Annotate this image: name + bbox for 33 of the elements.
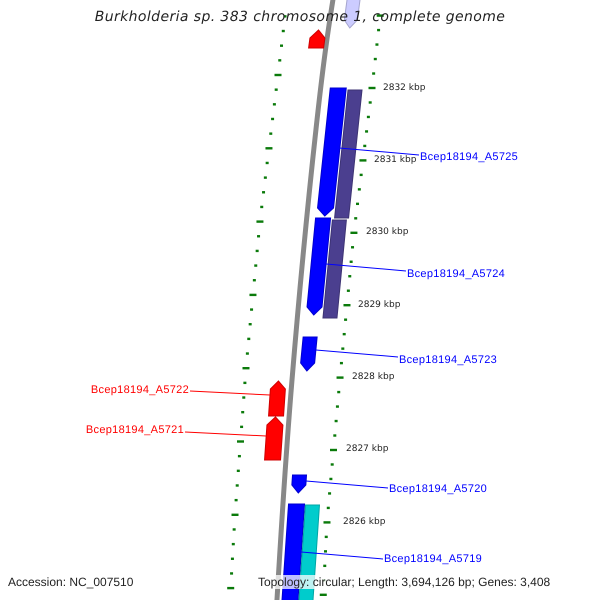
gene-feature	[306, 218, 332, 316]
gene-label: Bcep18194_A5722	[90, 384, 189, 398]
scale-label: 2828 kbp	[352, 372, 394, 383]
leader-line	[300, 552, 384, 560]
gene-feature	[334, 90, 363, 218]
leader-line	[338, 148, 420, 156]
gene-feature	[322, 220, 347, 318]
leader-line	[190, 390, 270, 396]
scale-label: 2831 kbp	[374, 155, 416, 166]
title: Burkholderia sp. 383 chromosome 1, complete genome	[94, 9, 506, 26]
leader-line	[315, 350, 398, 358]
scale-label: 2829 kbp	[358, 300, 400, 311]
gene-feature	[268, 380, 286, 416]
gene-feature	[308, 29, 326, 48]
gene-feature	[291, 474, 308, 494]
gene-label: Bcep18194_A5724	[407, 268, 506, 282]
leader-line	[184, 432, 267, 436]
gene-label: Bcep18194_A5720	[389, 483, 488, 496]
gene-label: Bcep18194_A5721	[86, 424, 184, 438]
scale-label: 2832 kbp	[383, 83, 426, 94]
accession-text: Accession: NC_007510	[8, 575, 134, 590]
gene-label: Bcep18194_A5723	[399, 354, 498, 368]
gene-label: Bcep18194_A5725	[420, 151, 518, 164]
scale-label: 2827 kbp	[346, 444, 388, 455]
gene-feature	[317, 88, 347, 217]
scale-label: 2826 kbp	[343, 517, 386, 528]
genome-info-text: Topology: circular; Length: 3,694,126 bp; Genes: 3,408	[258, 575, 550, 590]
gene-label: Bcep18194_A5719	[384, 553, 482, 566]
leader-line	[326, 264, 406, 272]
scale-label: 2830 kbp	[366, 227, 408, 238]
leader-line	[306, 480, 388, 488]
gene-feature	[264, 416, 284, 460]
gene-feature	[300, 336, 318, 372]
